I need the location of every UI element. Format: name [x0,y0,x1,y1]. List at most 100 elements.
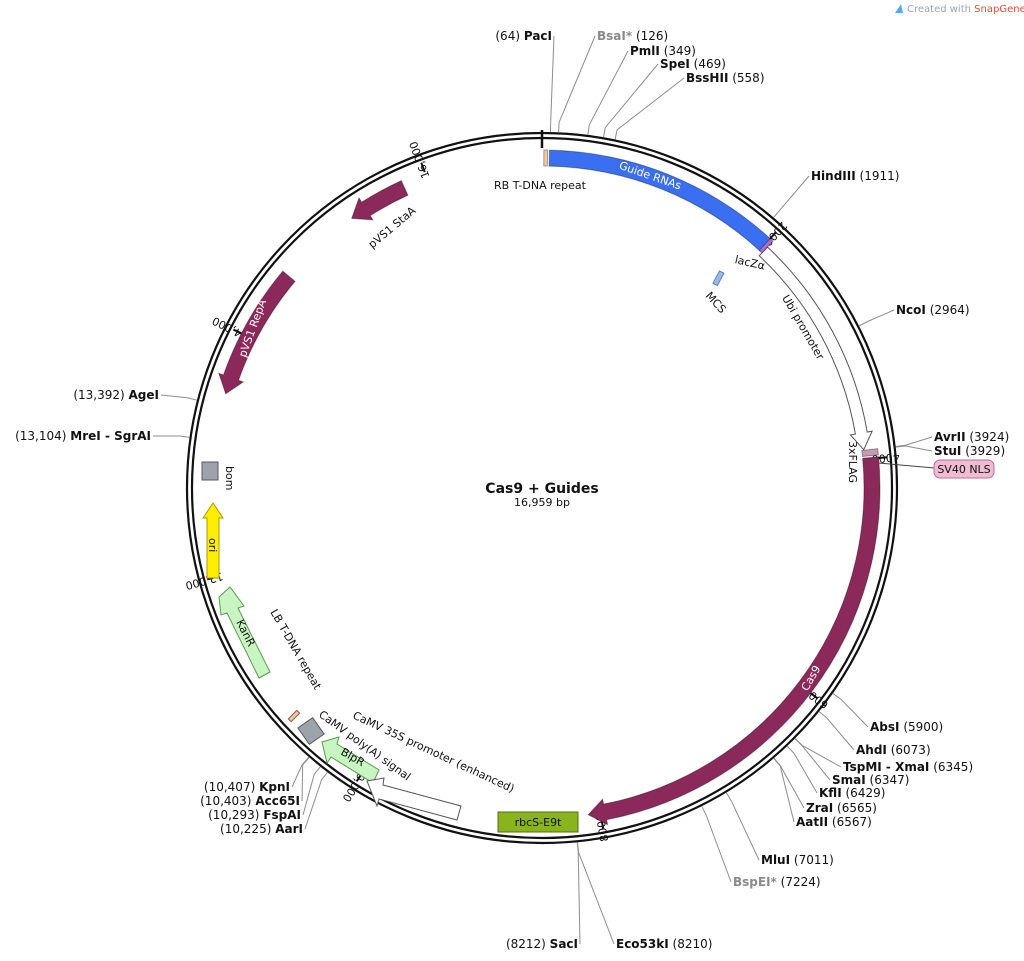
site-position: (8210) [673,937,713,951]
site-ahdi[interactable]: AhdI (6073) [818,711,931,757]
site-name: TspMI - XmaI [843,760,929,774]
site-leader [558,35,596,123]
site-tick [313,766,321,775]
site-aari[interactable]: (10,225) AarI [220,771,328,836]
lb-tdna-repeat-feature[interactable]: LB T-DNA repeat [267,607,324,723]
site-tick [301,756,310,765]
site-tick [179,435,190,438]
3xflag-feature[interactable]: 3xFLAG [846,441,879,483]
site-bsshii[interactable]: BssHII (558) [614,71,765,140]
bom-label: bom [223,466,236,490]
camv-35s-promoter-feature[interactable]: CaMV 35S promoter (enhanced) [351,709,517,821]
blpr-feature[interactable]: BlpR [321,736,380,784]
site-acc65i[interactable]: (10,403) Acc65I [200,757,310,808]
site-position: (7224) [781,875,821,889]
site-leader [301,764,304,802]
site-name: AgeI [129,388,159,402]
site-label: AbsI (5900) [870,720,943,734]
feature-shape [548,149,772,252]
site-saci[interactable]: (8212) SacI [506,842,581,951]
site-agei[interactable]: (13,392) AgeI [73,388,198,402]
sv40-nls-label: SV40 NLS [937,463,990,476]
site-eco53ki[interactable]: Eco53kI (8210) [576,842,712,951]
feature-shape [351,180,409,221]
site-spei[interactable]: SpeI (469) [603,57,726,138]
site-fspai[interactable]: (10,293) FspAI [208,766,321,822]
site-tick [603,127,606,138]
site-smai[interactable]: SmaI (6347) [794,738,910,787]
site-label: (8212) SacI [506,937,578,951]
site-layer: (64) PacI BsaI* (126)PmlI (349)SpeI (469)… [15,29,1009,951]
site-label: (64) PacI [495,29,552,43]
site-bsai[interactable]: BsaI* (126) [558,29,669,133]
site-aatii[interactable]: AatII (6567) [773,757,872,829]
site-kfli[interactable]: KflI (6429) [786,745,886,800]
feature-label: 3xFLAG [846,441,859,483]
rbcs-e9t-feature[interactable]: rbcS-E9t [497,811,579,833]
mcs-feature[interactable]: MCS [703,270,729,316]
tick-mark [420,162,426,173]
site-name: StuI [934,444,961,458]
site-position: (6345) [933,760,973,774]
site-position: (469) [694,57,726,71]
site-tspmi-xmai[interactable]: TspMI - XmaI (6345) [794,738,973,774]
feature-shape [758,237,774,254]
site-tick [832,693,842,700]
site-kpni[interactable]: (10,407) KpnI [204,756,310,794]
site-name: AbsI [870,720,899,734]
site-leader [302,774,315,816]
site-label: AvrII (3924) [934,430,1009,444]
site-name: Acc65I [255,794,300,808]
site-mrei-sgrai[interactable]: (13,104) MreI - SgrAI [15,429,190,443]
site-hindiii[interactable]: HindIII (1911) [773,169,900,218]
site-pmli[interactable]: PmlI (349) [587,44,696,136]
site-position: (349) [664,44,696,58]
site-leader [604,63,659,128]
site-absi[interactable]: AbsI (5900) [832,693,943,734]
snapgene-credit: Created with SnapGene® [895,4,1024,15]
site-paci[interactable]: (64) PacI [495,29,555,133]
site-label: BsaI* (126) [597,29,668,43]
site-leader [779,175,810,211]
feature-shape [543,149,549,167]
site-name: BsaI* [597,29,633,43]
site-label: StuI (3929) [934,444,1005,458]
site-label: Eco53kI (8210) [616,937,712,951]
pvs1-staa-feature[interactable]: pVS1 StaA [351,180,419,251]
site-position: (13,104) [15,429,66,443]
site-position: (7011) [794,853,834,867]
rb-t-dna-repeat-feature[interactable]: RB T-DNA repeat [494,149,587,192]
feature-shape [758,246,873,451]
ubi-promoter-feature[interactable]: Ubi promoter [758,246,873,451]
site-position: (6429) [846,786,886,800]
site-position: (10,293) [208,808,259,822]
site-mlui[interactable]: MluI (7011) [725,792,834,867]
site-label: (13,392) AgeI [73,388,159,402]
site-leader [291,764,303,788]
cas9-feature[interactable]: Cas9 [587,456,881,826]
site-tick [302,757,310,766]
site-position: (5900) [903,720,943,734]
site-avrii[interactable]: AvrII (3924) [895,430,1010,447]
site-position: (6567) [832,815,872,829]
site-name: HindIII [811,169,856,183]
site-name: PmlI [630,44,660,58]
site-leader [840,698,869,728]
bom-feature[interactable]: bom [201,461,236,490]
ori-feature[interactable]: ori [202,502,224,579]
kanr-feature[interactable]: KanR [218,586,271,679]
site-label: (10,403) Acc65I [200,794,300,808]
site-leader [801,745,831,781]
site-stui[interactable]: StuI (3929) [895,444,1005,458]
sv40-nls-feature[interactable]: SV40 NLS [877,459,995,479]
site-zrai[interactable]: ZraI (6565) [773,757,877,815]
site-tick [773,209,781,218]
site-ncoi[interactable]: NcoI (2964) [858,303,970,327]
site-name: AhdI [856,743,887,757]
site-tick [858,320,869,327]
site-name: MreI - SgrAI [70,429,151,443]
guide-rnas-feature[interactable]: Guide RNAs [548,149,772,252]
site-bspei[interactable]: BspEI* (7224) [701,805,821,889]
site-name: AarI [275,822,303,836]
site-label: (10,407) KpnI [204,780,290,794]
